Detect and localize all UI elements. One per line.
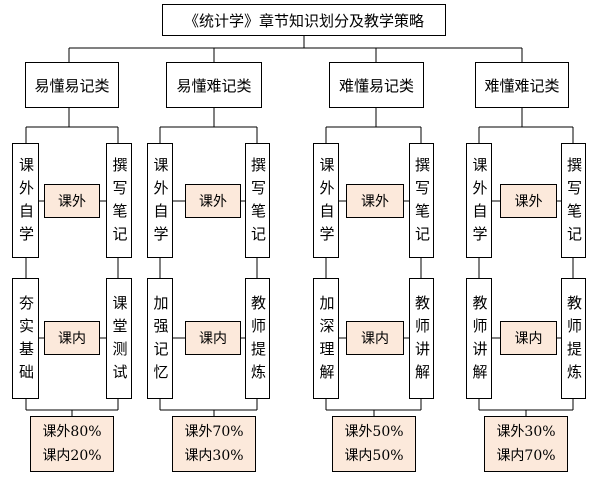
ratio-inside: 课内70% — [496, 448, 556, 464]
category-box-easy-understand-easy-remember: 易懂易记类 — [25, 62, 119, 108]
outside-activity-right: 撰写笔记 — [561, 143, 586, 258]
ratio-inside: 课内20% — [42, 448, 102, 464]
ratio-box: 课外80% 课内20% — [30, 416, 114, 472]
ratio-inside: 课内50% — [344, 448, 404, 464]
category-box-hard-understand-hard-remember: 难懂难记类 — [475, 62, 569, 108]
inside-activity-right: 教师提炼 — [245, 278, 270, 399]
ratio-inside: 课内30% — [184, 448, 244, 464]
ratio-outside: 课外30% — [496, 424, 556, 440]
outside-label: 课外 — [185, 184, 241, 218]
outside-activity-left: 课外自学 — [147, 143, 173, 258]
ratio-outside: 课外70% — [184, 424, 244, 440]
outside-label: 课外 — [44, 184, 100, 218]
outside-activity-right: 撰写笔记 — [245, 143, 270, 258]
inside-label: 课内 — [185, 321, 241, 355]
ratio-box: 课外50% 课内50% — [332, 416, 416, 472]
outside-label: 课外 — [500, 184, 557, 218]
inside-activity-right: 教师讲解 — [409, 278, 434, 399]
outside-label: 课外 — [346, 184, 404, 218]
outside-activity-left: 课外自学 — [12, 143, 39, 258]
ratio-box: 课外30% 课内70% — [484, 416, 568, 472]
inside-label: 课内 — [500, 321, 557, 355]
ratio-box: 课外70% 课内30% — [172, 416, 256, 472]
inside-activity-left: 加深理解 — [313, 278, 339, 399]
diagram-title: 《统计学》章节知识划分及教学策略 — [162, 4, 446, 36]
category-box-easy-understand-hard-remember: 易懂难记类 — [166, 62, 262, 108]
inside-activity-left: 夯实基础 — [12, 278, 39, 399]
ratio-outside: 课外50% — [344, 424, 404, 440]
inside-label: 课内 — [44, 321, 100, 355]
inside-activity-right: 教师提炼 — [561, 278, 586, 399]
outside-activity-right: 撰写笔记 — [106, 143, 132, 258]
inside-activity-right: 课堂测试 — [106, 278, 132, 399]
ratio-outside: 课外80% — [42, 424, 102, 440]
inside-label: 课内 — [346, 321, 404, 355]
outside-activity-left: 课外自学 — [313, 143, 339, 258]
category-box-hard-understand-easy-remember: 难懂易记类 — [329, 62, 424, 108]
inside-activity-left: 教师讲解 — [466, 278, 492, 399]
inside-activity-left: 加强记忆 — [147, 278, 173, 399]
outside-activity-left: 课外自学 — [466, 143, 492, 258]
outside-activity-right: 撰写笔记 — [409, 143, 434, 258]
